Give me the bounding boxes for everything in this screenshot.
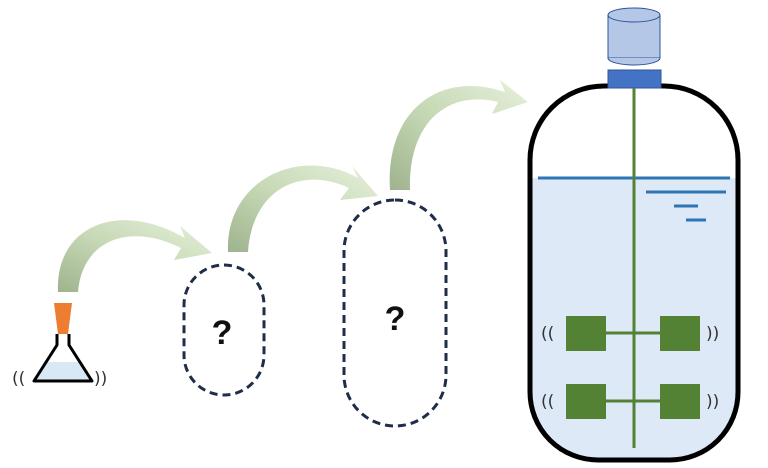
lower-impeller-blade-right — [660, 384, 700, 419]
lower-vibration-right: )) — [706, 392, 719, 412]
bioreactor: (( )) (( )) — [527, 7, 741, 463]
upper-impeller-blade-left — [566, 316, 606, 351]
shake-flask: (( )) — [12, 303, 107, 389]
flask-liquid — [34, 362, 92, 381]
upper-impeller-blade-right — [660, 316, 700, 351]
reactor-vessel — [527, 83, 741, 463]
unknown-stage-1-label: ? — [212, 314, 233, 352]
flask-vibration-left: (( — [12, 369, 25, 389]
motor-bottom-edge — [607, 57, 661, 66]
motor-top — [607, 7, 661, 23]
upper-impeller: (( )) — [541, 316, 719, 351]
transfer-arrow-2 — [227, 165, 378, 252]
upper-vibration-right: )) — [706, 324, 719, 344]
upper-vibration-left: (( — [541, 324, 554, 344]
lower-impeller: (( )) — [541, 384, 719, 419]
transfer-arrow-3 — [389, 80, 528, 190]
flask-body — [32, 334, 94, 383]
flask-vibration-right: )) — [94, 369, 107, 389]
unknown-stage-2: ? — [342, 198, 448, 428]
agitator-motor — [607, 7, 662, 89]
unknown-stage-2-outline — [342, 198, 448, 428]
motor-mount — [607, 69, 662, 89]
unknown-stage-1-outline — [182, 263, 266, 397]
lower-vibration-left: (( — [541, 392, 554, 412]
transfer-arrows — [57, 80, 528, 292]
unknown-stage-1: ? — [182, 263, 266, 397]
lower-impeller-blade-left — [566, 384, 606, 419]
transfer-arrow-1 — [57, 220, 212, 292]
flask-cap — [54, 303, 72, 334]
unknown-stage-2-label: ? — [385, 300, 406, 338]
